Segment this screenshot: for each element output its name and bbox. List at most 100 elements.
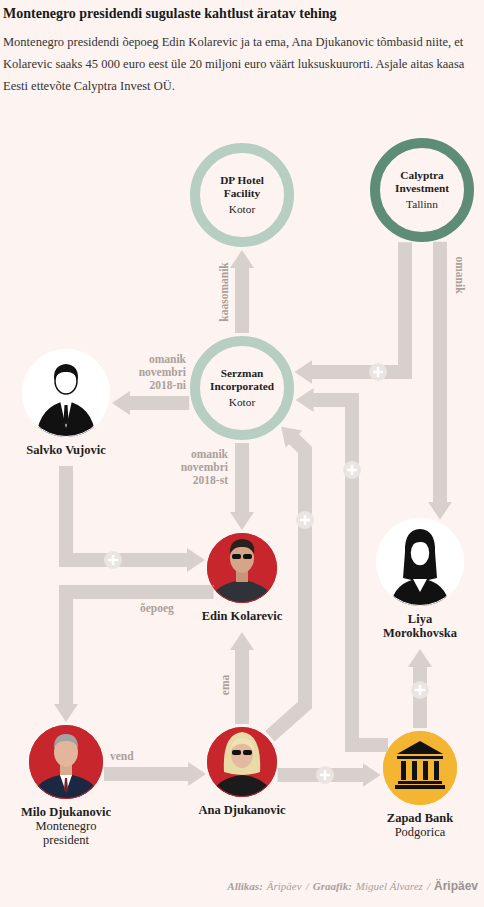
node-shape: [376, 518, 464, 606]
person-circle: Edin Kolarevic: [187, 533, 297, 623]
node-outline: [22, 349, 110, 437]
node-subtext: Tallinn: [382, 198, 462, 211]
source-text: Äripäev: [434, 879, 478, 893]
hair: [403, 529, 437, 581]
plus-cross: [347, 465, 357, 475]
node-outline: [376, 518, 464, 606]
circle-outline: [208, 534, 277, 603]
base: [395, 785, 445, 789]
company-circle: Serzman IncorporatedKotor: [190, 336, 294, 440]
column: [434, 761, 439, 780]
node-name: Edin Kolarevic: [187, 609, 297, 623]
icon-ground: [22, 349, 110, 437]
node-name: Liya Morokhovska: [374, 612, 466, 640]
portrait: [207, 727, 277, 800]
node-name: Salvko Vujovic: [8, 443, 124, 457]
hair: [224, 732, 260, 775]
plus-symbol: [296, 511, 314, 529]
edge-label: omanik: [453, 256, 466, 293]
pediment: [397, 741, 443, 754]
connector: [433, 242, 447, 503]
node-subtext: Kotor: [202, 203, 282, 216]
plus-symbol: [104, 551, 122, 569]
node-outline: [29, 725, 103, 799]
person-circle: Ana Djukanovic: [187, 727, 297, 817]
circle-outline: [384, 732, 457, 805]
connector: [235, 443, 249, 513]
shirt: [60, 775, 72, 792]
portrait-figure: [210, 732, 274, 800]
hair: [54, 364, 78, 380]
connector: [66, 466, 188, 560]
edge-label: kaasomanik: [218, 262, 231, 321]
edge-label: omanik novembri 2018-st: [156, 448, 228, 487]
source-text: Graafik:: [313, 880, 352, 892]
connector: [311, 242, 405, 372]
source-text: Miguel Álvarez: [356, 880, 423, 892]
edge-label: omanik novembri 2018-ni: [114, 353, 186, 392]
woman-icon: [376, 518, 464, 610]
plus-cross: [320, 770, 330, 780]
circle-outline: [23, 350, 110, 437]
node-name: Serzman Incorporated: [200, 367, 284, 393]
node-shape: [383, 731, 457, 805]
caption-text: Montenegro presidendi õepoeg Edin Kolare…: [3, 31, 481, 97]
node-shape: DP Hotel FacilityKotor: [190, 143, 294, 247]
node-shape: [29, 725, 103, 799]
plus-circle: [369, 363, 387, 381]
node-subtext: Kotor: [200, 396, 284, 409]
plus-symbol: [343, 461, 361, 479]
step: [398, 781, 442, 784]
node-shape: Calyptra InvestmentTallinn: [370, 138, 474, 242]
column: [423, 761, 428, 780]
edge-label: vend: [110, 750, 134, 763]
node-text-block: Serzman IncorporatedKotor: [200, 367, 284, 409]
hair: [230, 539, 254, 554]
plus-cross: [415, 685, 425, 695]
node-shape: [207, 533, 277, 603]
node-text-block: DP Hotel FacilityKotor: [202, 174, 282, 216]
beam: [397, 756, 443, 759]
neckline: [413, 579, 427, 592]
node-name: Milo Djukanovic: [14, 805, 118, 819]
node-subtext: Podgorica: [365, 825, 475, 839]
node-text-block: Calyptra InvestmentTallinn: [382, 169, 462, 211]
shirt: [59, 396, 73, 428]
portrait: [29, 725, 103, 802]
company-circle: Calyptra InvestmentTallinn: [370, 138, 474, 242]
node-name: Calyptra Investment: [382, 169, 462, 195]
connector: [104, 767, 189, 781]
source-text: /: [306, 880, 309, 892]
column: [401, 761, 406, 780]
ring-outline: [375, 143, 469, 237]
fringe: [231, 738, 254, 752]
source-text: Allikas:: [227, 880, 262, 892]
plus-cross: [300, 515, 310, 525]
person-circle: Salvko Vujovic: [8, 349, 124, 457]
connector: [313, 400, 388, 745]
portrait-figure: [208, 539, 276, 606]
company-circle: DP Hotel FacilityKotor: [190, 143, 294, 247]
connector: [235, 649, 249, 724]
plus-symbol: [369, 363, 387, 381]
woman-figure: [390, 529, 450, 610]
node-name: Zapad Bank: [365, 811, 475, 825]
title: Montenegro presidendi sugulaste kahtlust…: [3, 5, 337, 22]
plus-symbol: [316, 766, 334, 784]
column: [412, 761, 417, 780]
edge-label: õepoeg: [140, 602, 174, 615]
node-outline: [383, 731, 457, 805]
source-text: Äripäev: [267, 880, 302, 892]
fringe: [409, 536, 431, 549]
ring-outline: [195, 341, 289, 435]
node-shape: [207, 727, 277, 797]
sunglasses: [243, 750, 252, 755]
node-outline: [207, 727, 277, 797]
connector: [235, 267, 249, 333]
plus-circle: [411, 681, 429, 699]
edge-label: ema: [219, 675, 232, 695]
bank-icon: [383, 731, 457, 805]
suit: [36, 401, 96, 440]
node-name: Ana Djukanovic: [187, 803, 297, 817]
